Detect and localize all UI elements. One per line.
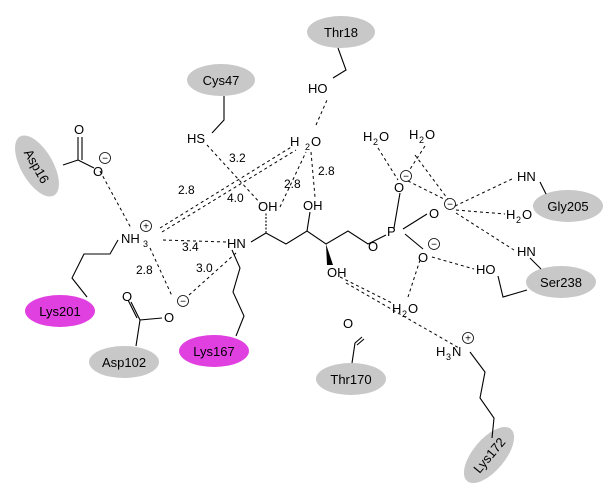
phosphate-o-bottom: O [418,250,428,265]
distance-water-thr: 2.8 [318,164,335,178]
residue-ser238: Ser238 [526,266,596,298]
lys201-plus-sign: + [143,222,149,233]
distance-hn-asp102: 3.0 [196,261,213,275]
residue-label-gly205: Gly205 [547,199,588,214]
residue-label-lys167: Lys167 [193,344,234,359]
distance-water-oh-2-8: 2.8 [284,177,301,191]
lys172-h: H [436,344,445,359]
residue-asp102: Asp102 [89,346,159,378]
svg-text:O: O [408,301,418,316]
distance-water-oh-4: 4.0 [227,191,244,205]
svg-text:O: O [425,127,435,142]
water-central-o: O [311,134,321,149]
ser238-ho: HO [476,262,496,277]
residue-gly205: Gly205 [533,190,603,222]
residue-thr170: Thr170 [316,363,386,395]
phosphate-o-top-minus: − [403,172,409,183]
substrate-hn: HN [227,236,246,251]
water-bottom: H 2 O [392,301,418,319]
residue-label-asp102: Asp102 [102,355,146,370]
residue-lys172: Lys172 [463,426,515,484]
asp102-minus-sign: − [180,297,186,308]
phosphate-o-bottom-minus: − [431,240,437,251]
svg-text:H: H [506,207,515,222]
residue-cys47: Cys47 [187,64,255,96]
svg-text:2: 2 [373,137,378,147]
phosphate-o-right-minus: − [447,200,453,211]
ser238-hn: HN [517,244,536,259]
water-central-sub: 2 [305,142,310,152]
lys172-n: N [452,344,461,359]
distance-nh3-hn: 3.4 [182,240,199,254]
residue-thr18: Thr18 [307,16,375,48]
phosphate-ester-o: O [368,239,378,254]
lys201-nh3: NH [121,231,140,246]
phosphate-o-right: O [429,206,439,221]
covalent-bonds [62,47,547,439]
water-central-h: H [290,134,299,149]
asp16-o-top: O [74,122,84,137]
residue-label-lys201: Lys201 [39,304,80,319]
svg-text:O: O [379,129,389,144]
residue-lys201: Lys201 [25,295,95,327]
water-p1: H 2 O [363,129,389,147]
distance-cys-oh: 3.2 [229,151,246,165]
svg-text:2: 2 [419,135,424,145]
lys172-sub: 3 [446,352,451,362]
asp102-o-top: O [122,289,132,304]
distance-labels: 3.2 2.8 4.0 2.8 2.8 3.4 2.8 3.0 [136,151,335,277]
gly205-hn: HN [517,169,536,184]
residue-asp16: Asp16 [15,135,59,197]
residue-lys167: Lys167 [179,335,249,367]
svg-text:H: H [409,127,418,142]
atom-labels: HO HS H 2 O O O − NH 3 + O O − HN OH OH … [74,81,536,362]
thr170-carbonyl-o: O [343,316,353,331]
phosphorus: P [387,224,396,239]
substrate-oh-3: OH [327,265,347,280]
lys172-plus-sign: + [465,334,471,345]
phosphate-o-top: O [394,180,404,195]
asp102-o-minus: O [164,310,174,325]
hydrogen-bonds [99,99,515,349]
asp16-minus-sign: − [102,154,108,165]
svg-text:2: 2 [402,309,407,319]
residue-label-thr18: Thr18 [324,25,358,40]
distance-asp16-nh3: 2.8 [178,183,195,197]
distance-nh3-asp102: 2.8 [136,263,153,277]
svg-text:2: 2 [516,215,521,225]
water-p2: H 2 O [409,127,435,145]
water-p3: H 2 O [506,207,532,225]
svg-text:H: H [392,301,401,316]
residue-label-thr170: Thr170 [330,372,371,387]
svg-text:O: O [522,207,532,222]
svg-text:H: H [363,129,372,144]
thiol-cys47: HS [187,131,205,146]
substrate-oh-1: OH [258,199,278,214]
lys201-nh3-sub: 3 [143,239,148,249]
substrate-oh-2: OH [303,198,323,213]
asp16-o-minus: O [93,164,103,179]
residue-label-cys47: Cys47 [203,73,240,88]
residue-label-ser238: Ser238 [540,275,582,290]
hydroxyl-thr18: HO [308,81,328,96]
